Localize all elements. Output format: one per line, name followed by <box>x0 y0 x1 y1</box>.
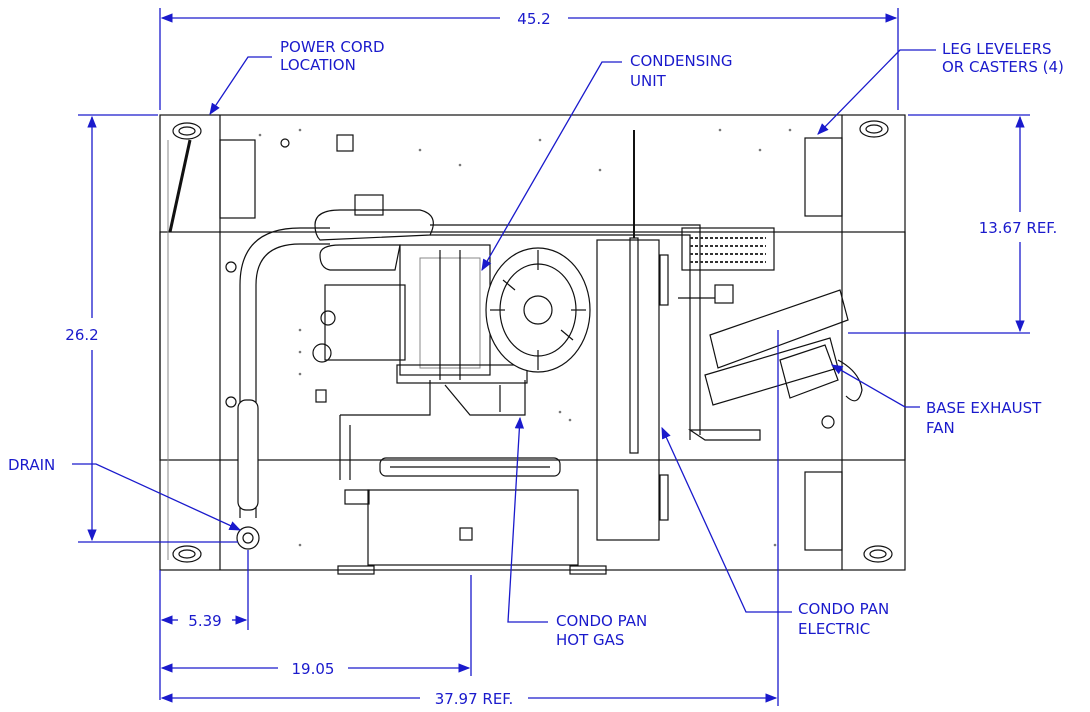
leveler-mounting-plates <box>219 137 843 551</box>
callout-condensing-unit-line1: CONDENSING <box>630 52 733 70</box>
hot-gas-offset-value: 19.05 <box>292 660 335 678</box>
drain-offset-value: 5.39 <box>188 612 221 630</box>
callout-condo-pan-electric-line1: CONDO PAN <box>798 600 889 618</box>
dimension-hot-gas-offset <box>160 575 472 676</box>
overall-width-value: 45.2 <box>517 10 550 28</box>
drain-pan <box>337 457 607 575</box>
leader-leg-levelers <box>817 49 936 135</box>
base-exhaust-fan-assembly <box>688 289 863 441</box>
condensing-unit-assembly <box>312 194 734 480</box>
dimension-leveler-depth <box>848 114 1030 334</box>
dimension-drain-offset <box>159 550 249 700</box>
callout-leg-levelers-line2: OR CASTERS (4) <box>942 58 1064 76</box>
leader-condensing-unit <box>481 61 622 272</box>
callout-leg-levelers-line1: LEG LEVELERS <box>942 40 1052 58</box>
callout-base-exhaust-fan-line1: BASE EXHAUST <box>926 399 1042 417</box>
leader-condo-pan-electric <box>661 426 792 613</box>
leveler-spacing-value: 37.97 REF. <box>435 690 514 708</box>
corner-foot-pads <box>172 120 893 563</box>
mounting-holes <box>225 128 835 547</box>
overall-depth-value: 26.2 <box>65 326 98 344</box>
leader-drain <box>72 463 242 531</box>
leader-condo-pan-hot-gas <box>507 416 548 623</box>
callout-power-cord-line2: LOCATION <box>280 56 356 74</box>
drain-tube <box>236 227 330 550</box>
dimension-leveler-spacing <box>160 330 779 706</box>
dimension-overall-depth <box>78 114 238 543</box>
condensate-pan-column <box>596 130 775 541</box>
leveler-depth-value: 13.67 REF. <box>979 219 1058 237</box>
leader-power-cord <box>209 56 272 115</box>
callout-condo-pan-electric-line2: ELECTRIC <box>798 620 870 638</box>
callout-condo-pan-hot-gas-line1: CONDO PAN <box>556 612 647 630</box>
compressor <box>485 247 591 373</box>
leader-base-exhaust-fan <box>830 364 920 408</box>
callout-power-cord-line1: POWER CORD <box>280 38 385 56</box>
callout-base-exhaust-fan-line2: FAN <box>926 419 955 437</box>
dimension-overall-width <box>159 8 899 110</box>
callout-drain: DRAIN <box>8 456 55 474</box>
callout-condo-pan-hot-gas-line2: HOT GAS <box>556 631 624 649</box>
power-cord <box>168 139 192 233</box>
callout-condensing-unit-line2: UNIT <box>630 72 667 90</box>
